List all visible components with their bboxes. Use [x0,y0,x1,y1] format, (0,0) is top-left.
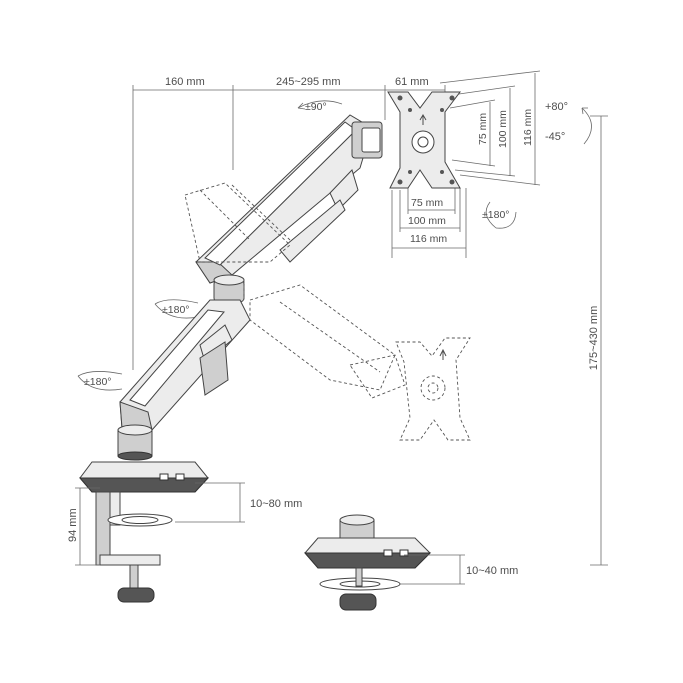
clamp-base [78,461,210,493]
vesa-v-100: 100 mm [497,110,509,148]
height-dimension-line [590,115,608,566]
middle-joint [213,274,245,303]
dim-grommet-thickness: 10~40 mm [466,565,518,577]
rotation-label-top: ±90° [305,101,327,113]
desk-clamp [95,491,173,603]
tilt-up-label: +80° [545,101,568,113]
dim-height-range: 175~430 mm [588,306,600,371]
vesa-v-75: 75 mm [477,113,489,145]
vesa-v-116: 116 mm [522,109,534,146]
vesa-h-75: 75 mm [411,197,443,209]
tilt-down-label: -45° [545,131,565,143]
mid-rotation-label: ±180° [162,304,189,316]
vesa-vertical-dims [439,70,541,186]
grommet-dims [400,554,465,585]
rotation-arrow-top-icon [297,100,343,110]
vesa-plate-bottom-dashed [395,337,471,441]
upper-arm [195,114,373,284]
vesa-plate-top [351,91,461,189]
dim-61: 61 mm [395,76,429,88]
lower-arm-dashed [249,284,406,399]
clamp-dims [75,482,245,566]
vesa-h-100: 100 mm [408,215,446,227]
base-rotation-icon [77,371,123,391]
base-rotation-label: ±180° [84,376,111,388]
mid-rotation-icon [154,299,199,319]
dim-clamp-thickness: 10~80 mm [250,498,302,510]
base-column [117,424,153,461]
tilt-arrow-icon [581,107,592,145]
top-dimension-lines [132,85,446,370]
lower-arm [119,299,251,431]
grommet-base [303,514,432,611]
dim-160: 160 mm [165,76,205,88]
dim-arm-extension: 245~295 mm [276,76,341,88]
plate-rotation-label: ±180° [482,209,509,221]
plate-rotation-icon [485,201,517,229]
vesa-h-116: 116 mm [410,233,447,245]
upper-arm-dashed [184,182,291,263]
vesa-horizontal-dims [391,186,467,258]
dim-clamp-height: 94 mm [67,508,79,542]
